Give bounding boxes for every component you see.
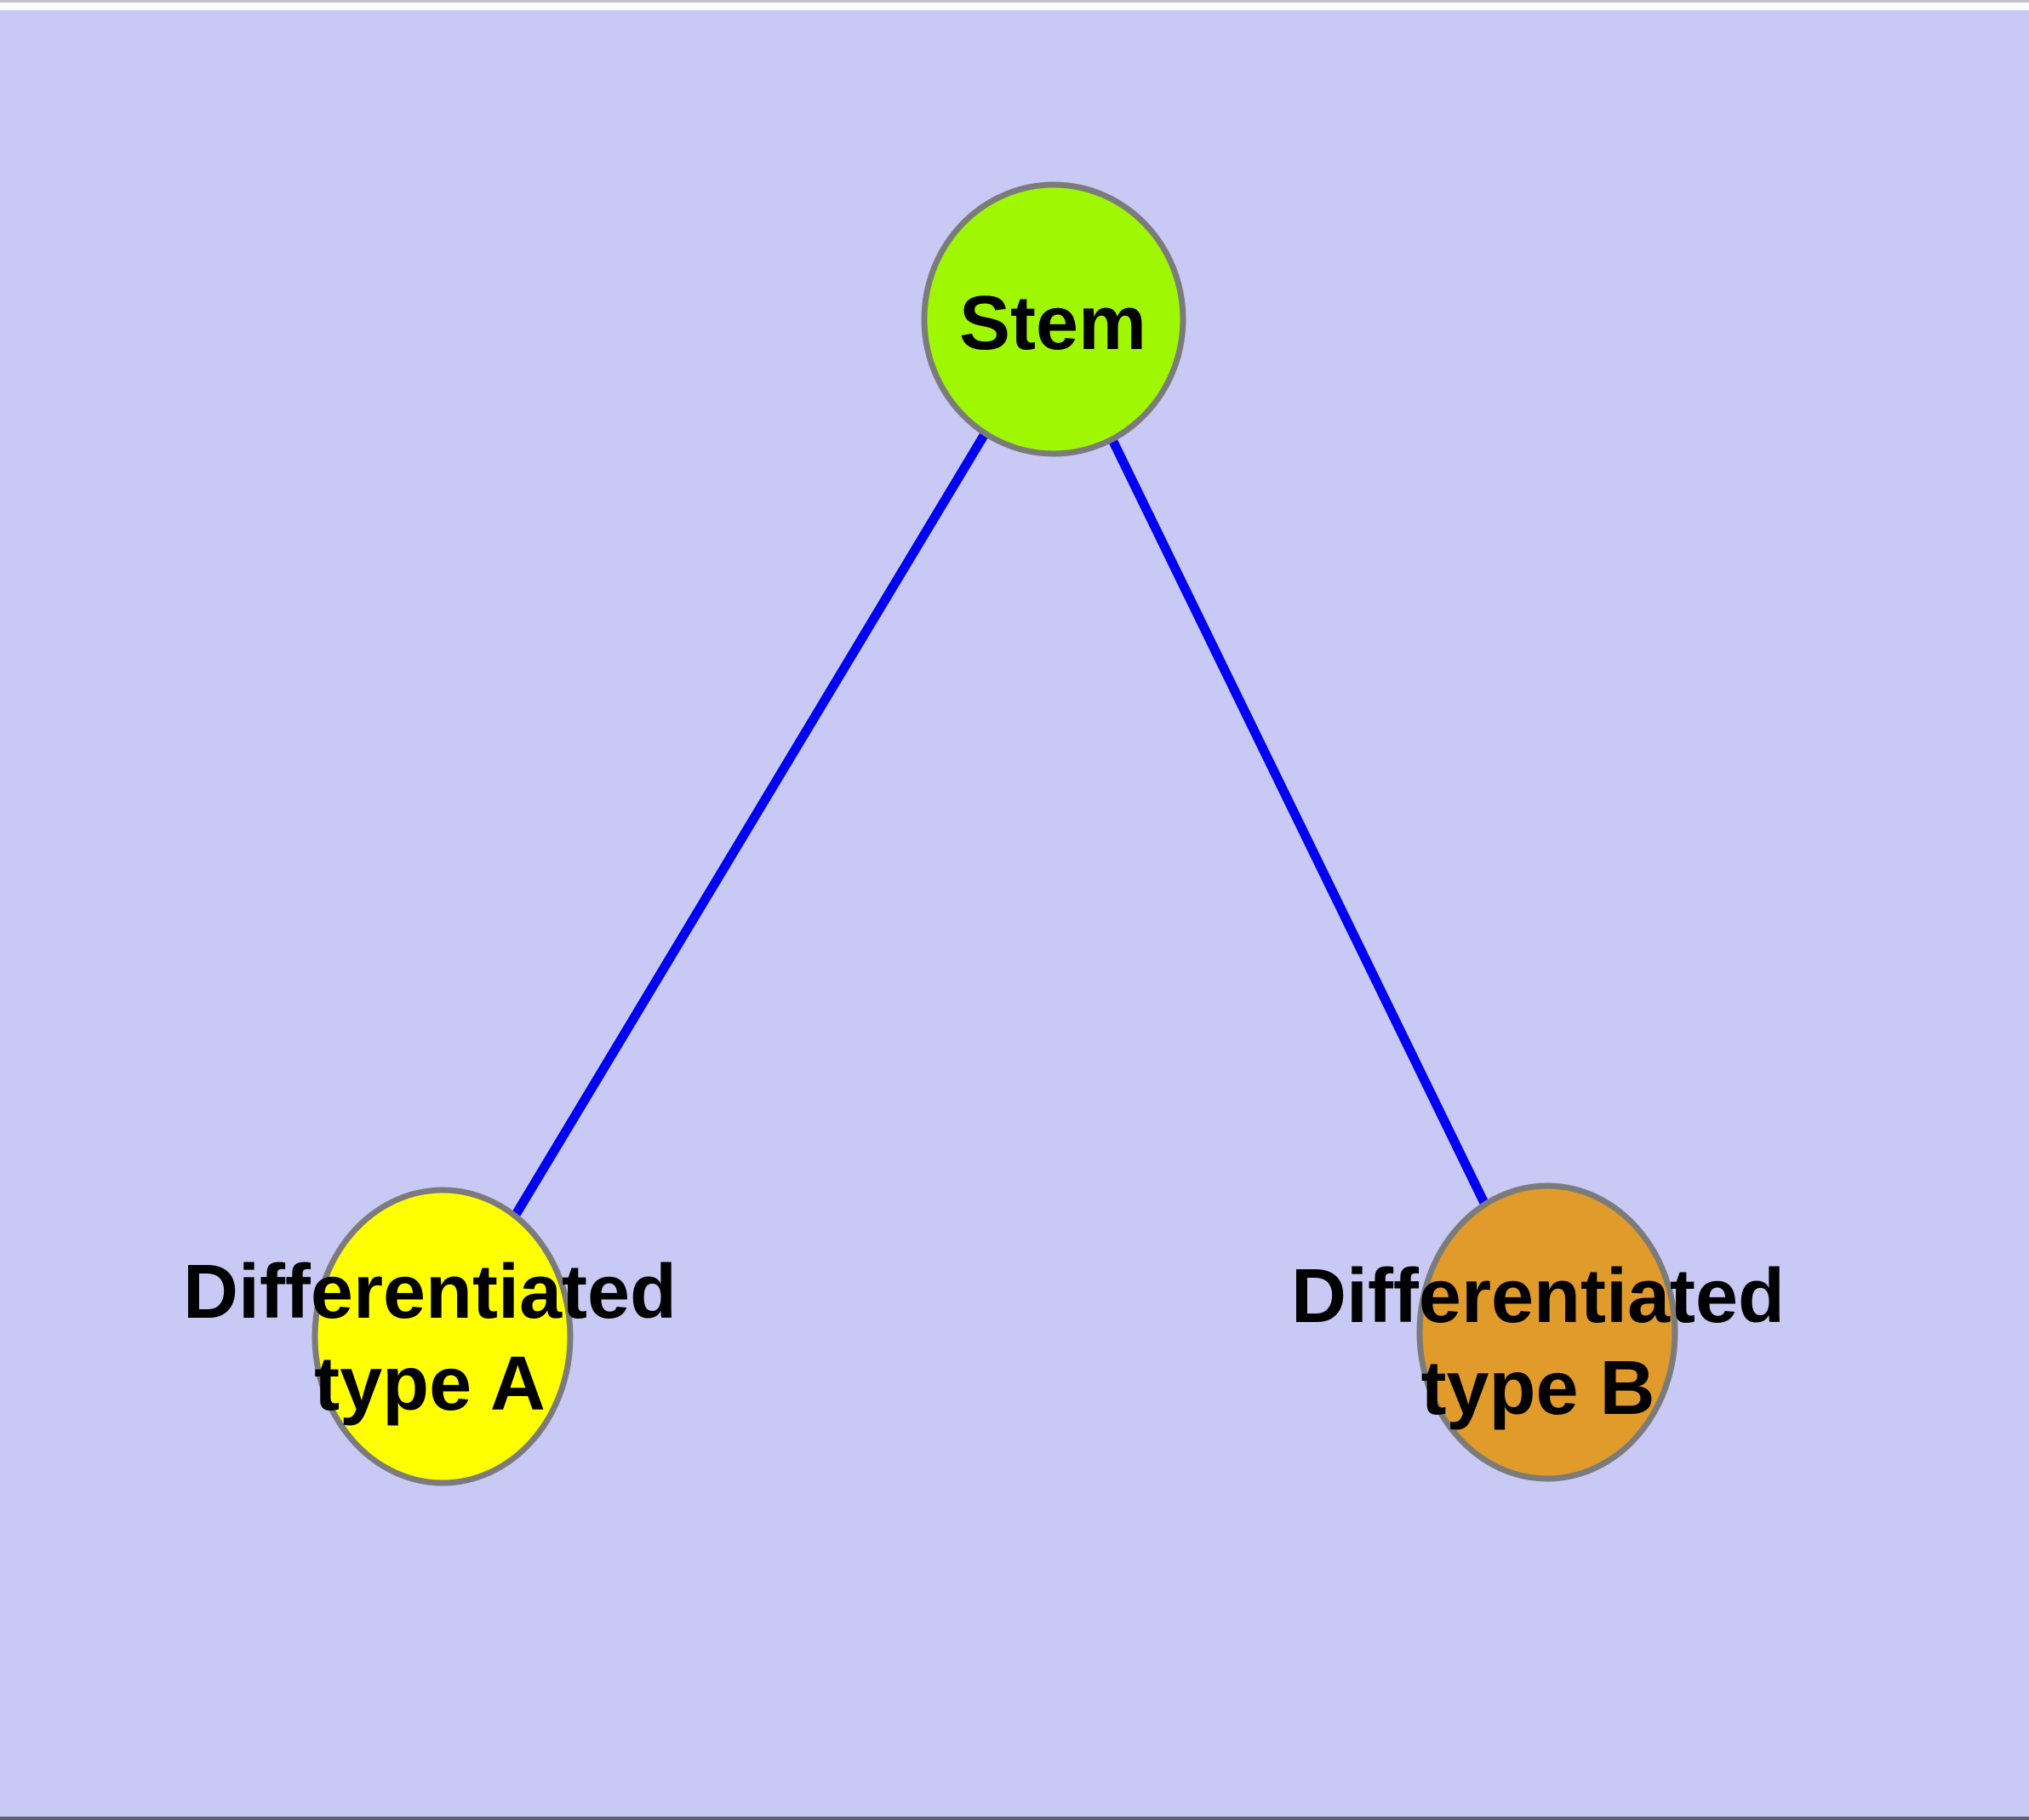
top-border-line xyxy=(0,0,2029,3)
node-differentiated-type-a xyxy=(311,1187,574,1486)
node-stem xyxy=(921,181,1186,457)
node-type-b-label-line1: Differentiated xyxy=(1291,1254,1785,1339)
node-differentiated-type-b xyxy=(1416,1182,1678,1482)
node-type-a-label-line2: type A xyxy=(314,1342,546,1427)
node-stem-label: Stem xyxy=(959,281,1146,366)
top-margin-strip xyxy=(0,3,2029,10)
edge-stem-to-type-b xyxy=(1049,317,1552,1335)
node-type-a-label-line1: Differentiated xyxy=(183,1250,677,1335)
node-type-b-label-line2: type B xyxy=(1420,1346,1655,1431)
edge-stem-to-type-a xyxy=(438,317,1058,1339)
bottom-border-line xyxy=(0,1817,2029,1820)
